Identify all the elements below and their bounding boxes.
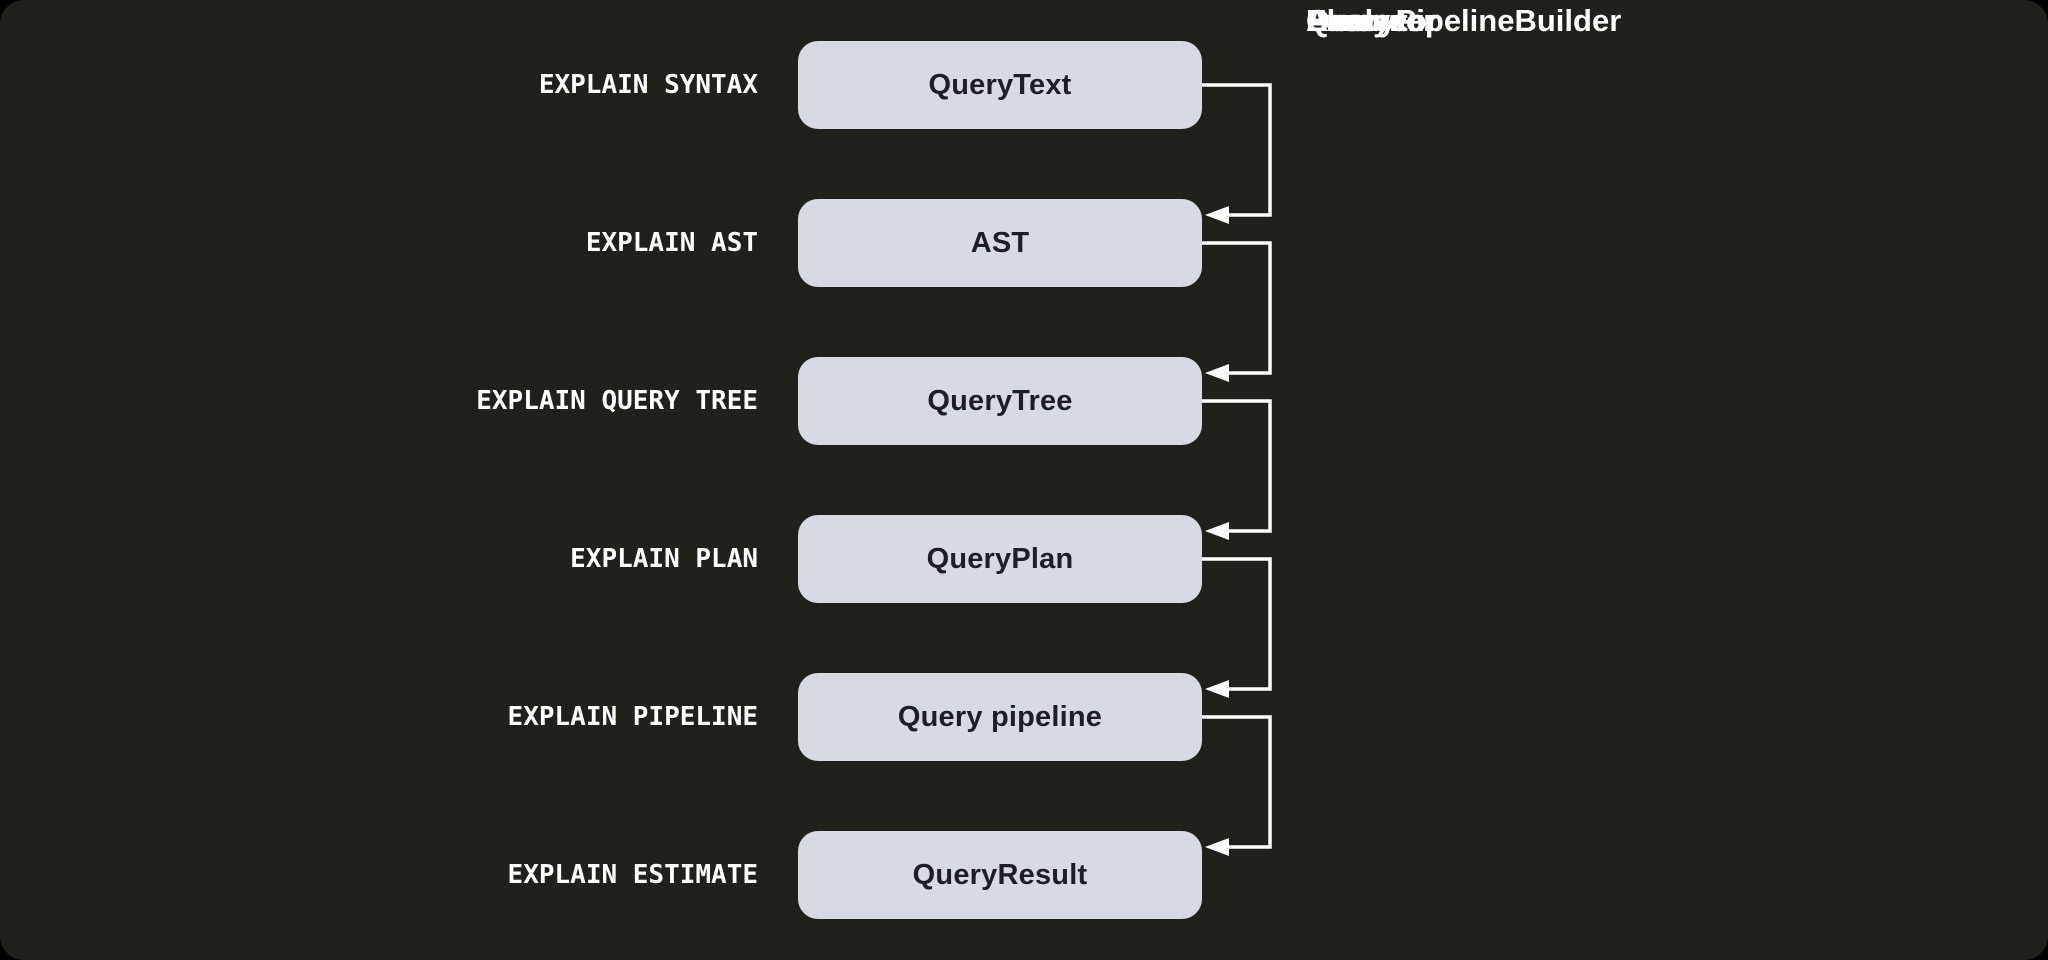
explain-ast-label: EXPLAIN AST — [585, 228, 758, 258]
stage-analyzer-label: Analyzer — [1306, 3, 1436, 38]
node-queryresult: QueryResult — [798, 831, 1202, 919]
node-query-pipeline-label: Query pipeline — [897, 700, 1103, 733]
diagram-row: EXPLAIN QUERY TREE QueryTree — [0, 357, 2048, 445]
node-querytree-label: QueryTree — [927, 384, 1073, 417]
node-querytree: QueryTree — [798, 357, 1202, 445]
explain-estimate-label: EXPLAIN ESTIMATE — [507, 860, 758, 890]
node-query-pipeline: Query pipeline — [798, 673, 1202, 761]
node-querytext-label: QueryText — [928, 68, 1072, 101]
diagram-row: EXPLAIN PLAN QueryPlan — [0, 515, 2048, 603]
node-ast: AST — [798, 199, 1202, 287]
diagram-row: EXPLAIN ESTIMATE QueryResult — [0, 831, 2048, 919]
explain-syntax-label: EXPLAIN SYNTAX — [538, 70, 758, 100]
explain-pipeline-label: EXPLAIN PIPELINE — [507, 702, 758, 732]
diagram-row: EXPLAIN AST AST — [0, 199, 2048, 287]
explain-plan-label: EXPLAIN PLAN — [570, 544, 758, 574]
stage-querypipelinebuilder-label: QueryPipelineBuilder — [1306, 3, 1622, 38]
node-queryplan: QueryPlan — [798, 515, 1202, 603]
node-queryplan-label: QueryPlan — [926, 542, 1074, 575]
diagram-row: EXPLAIN PIPELINE Query pipeline — [0, 673, 2048, 761]
node-ast-label: AST — [970, 226, 1030, 259]
stage-parser-label: Parser — [1306, 3, 1403, 38]
explain-query-tree-label: EXPLAIN QUERY TREE — [476, 386, 758, 416]
stage-planner-label: Planner — [1306, 3, 1420, 38]
node-queryresult-label: QueryResult — [912, 858, 1088, 891]
diagram-row: EXPLAIN SYNTAX QueryText — [0, 41, 2048, 129]
stage-executor-label: Executor — [1306, 3, 1439, 38]
node-querytext: QueryText — [798, 41, 1202, 129]
